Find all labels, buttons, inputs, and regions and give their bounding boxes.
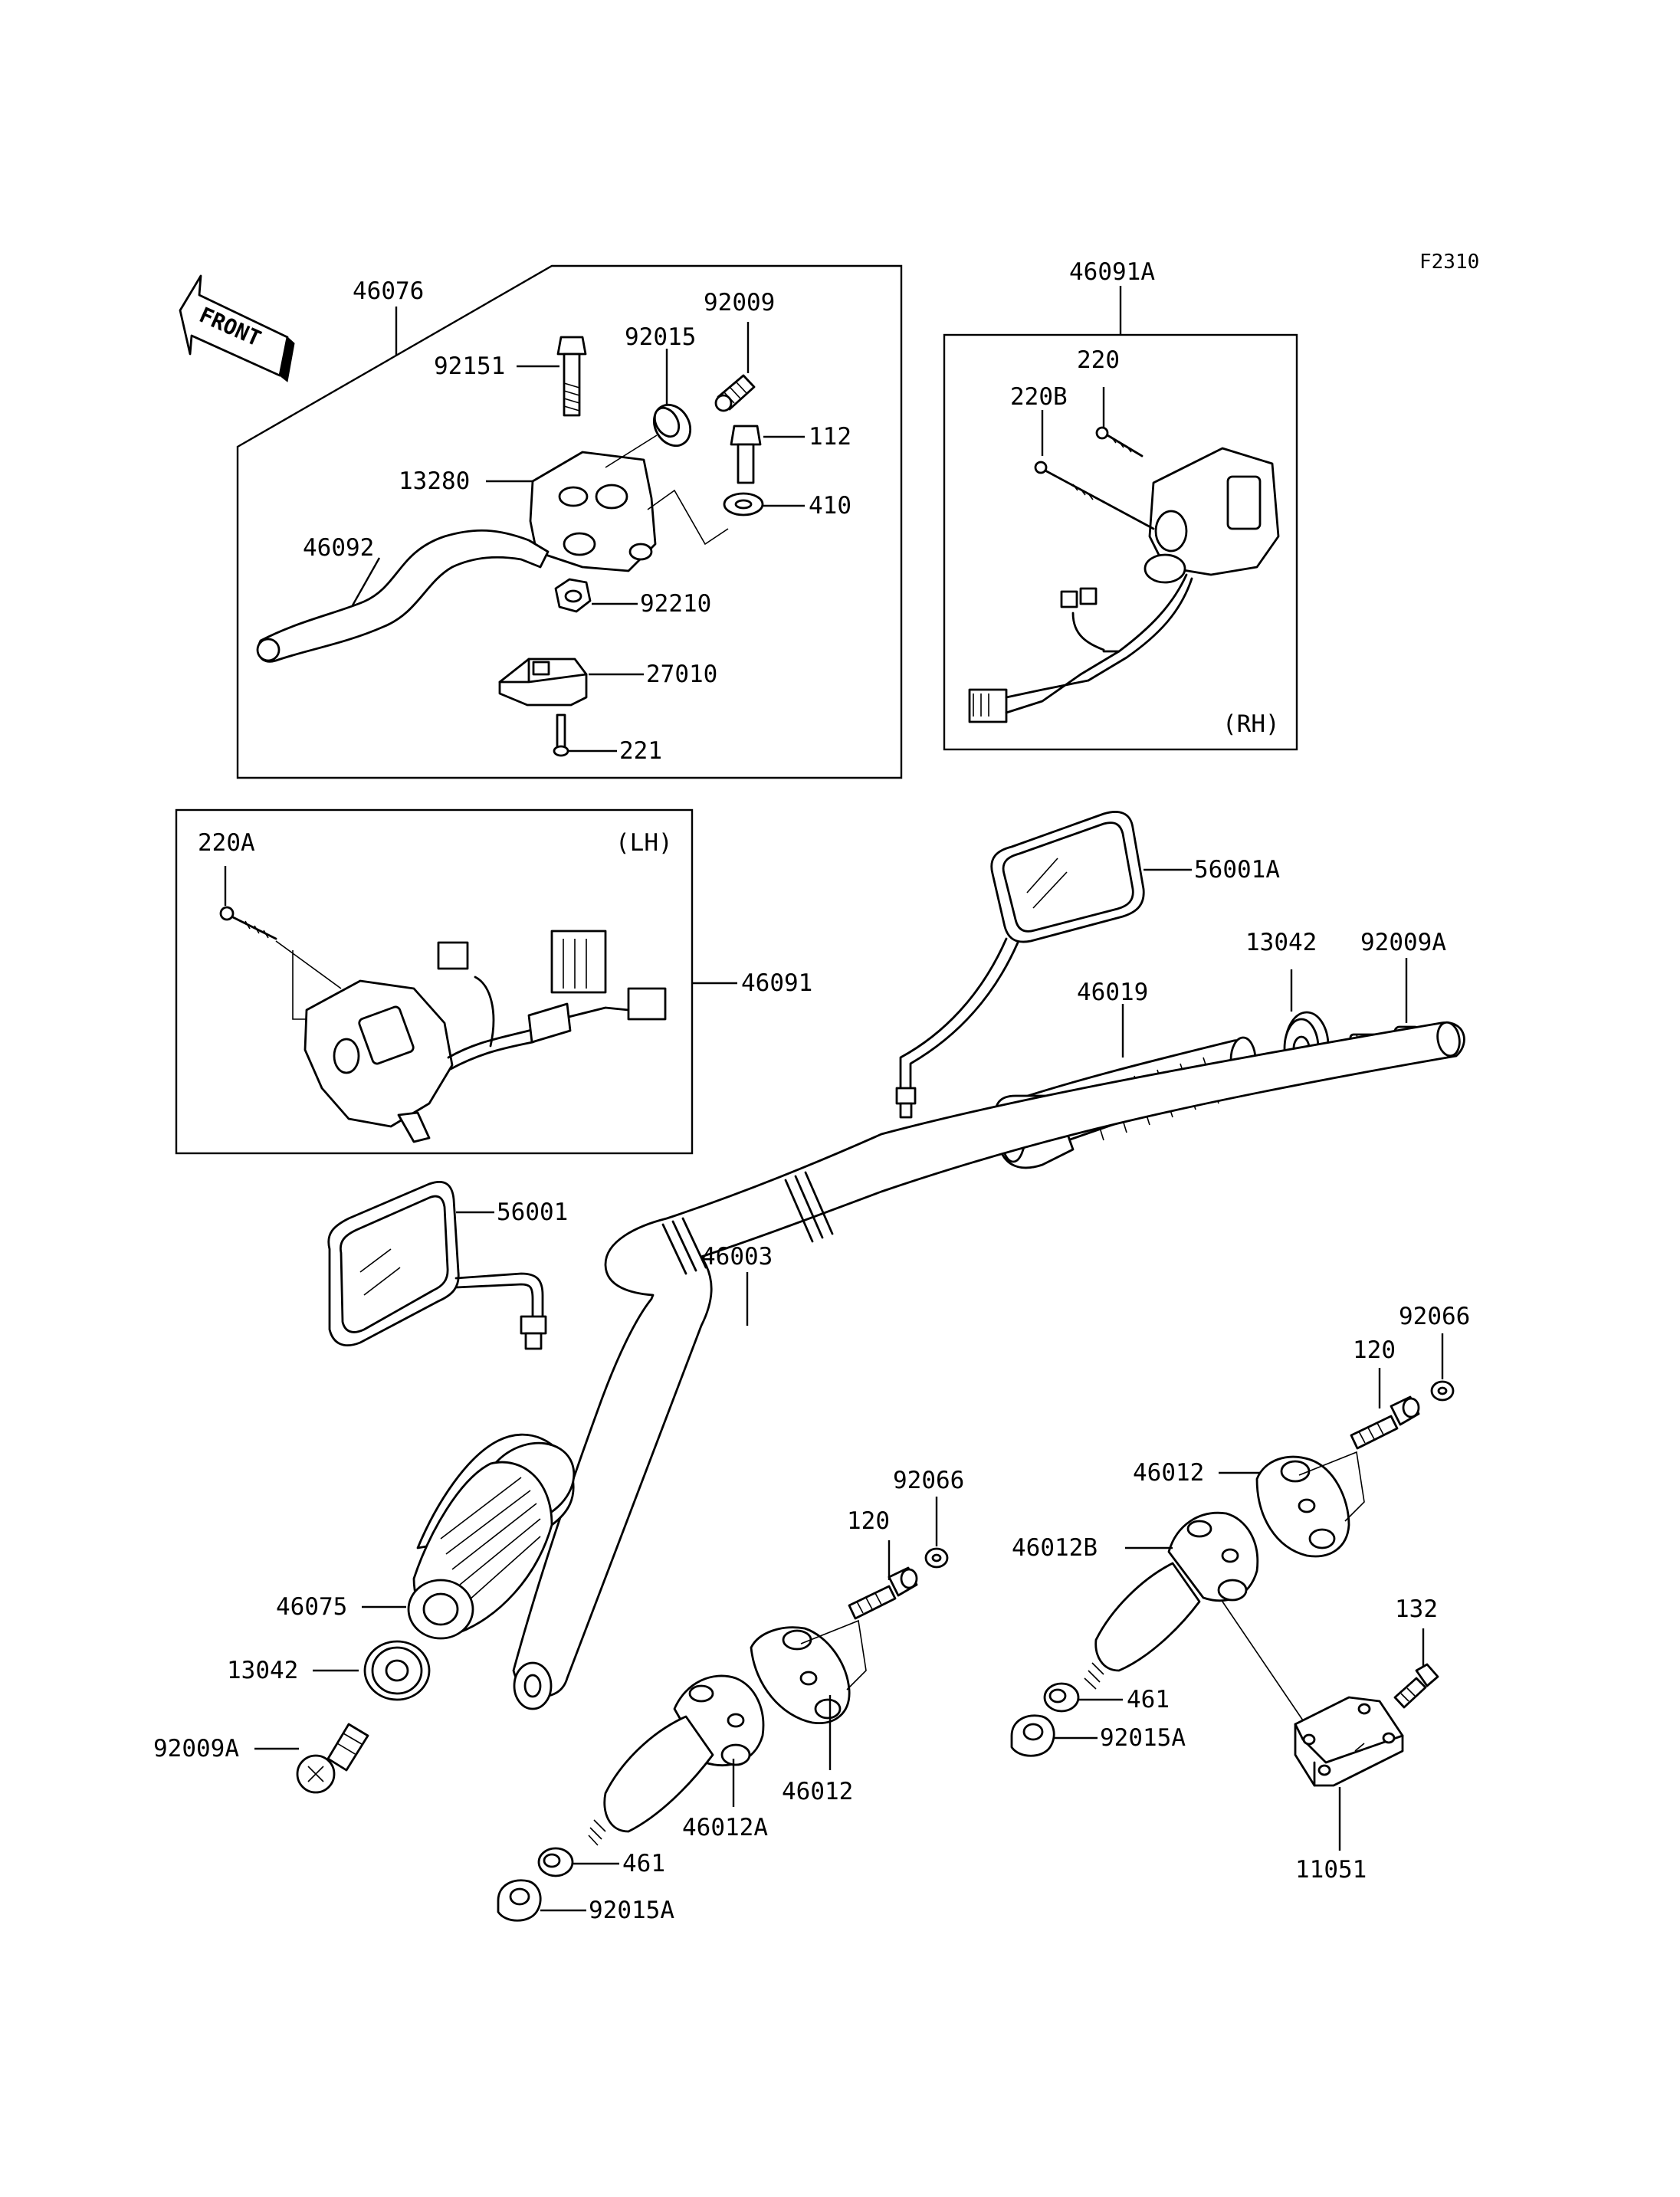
bolt-132 (1393, 1663, 1439, 1709)
washer-461-center (537, 1847, 574, 1877)
part-13042-left-label: 13042 (227, 1657, 298, 1684)
bolt-120-right (1350, 1395, 1420, 1450)
screw-220A (219, 906, 277, 940)
screw-221 (553, 713, 569, 757)
washer-92066-center (924, 1547, 949, 1569)
part-132-label: 132 (1395, 1595, 1438, 1623)
part-221-label: 221 (619, 737, 662, 765)
part-27010-label: 27010 (646, 661, 717, 688)
left-switch-wiring (437, 930, 667, 1071)
right-switch-wiring (968, 573, 1193, 723)
part-56001-label: 56001 (497, 1199, 568, 1226)
part-92210-label: 92210 (640, 590, 711, 618)
bolt-112 (730, 425, 762, 484)
part-92015-label: 92015 (625, 323, 696, 351)
part-46012A-label: 46012A (682, 1814, 768, 1841)
lever-assembly-group: 46076 92151 92015 92009 112 (236, 264, 903, 779)
right-clamp-assembly (1084, 1451, 1365, 1690)
mirror-56001A (895, 811, 1145, 1119)
part-120-center-label: 120 (847, 1507, 890, 1535)
part-46092-label: 46092 (303, 534, 374, 562)
part-92009A-left-label: 92009A (153, 1735, 239, 1763)
left-switch-group: (LH) 46091 220A (175, 808, 812, 1155)
bolt-92151 (556, 336, 587, 417)
part-46012B-label: 46012B (1012, 1534, 1098, 1562)
nut-92015 (652, 403, 692, 448)
part-46012-center-label: 46012 (782, 1778, 853, 1805)
screw-220 (1095, 426, 1144, 457)
clamp-13280 (529, 451, 657, 572)
figure-code: F2310 (1419, 251, 1479, 274)
part-92151-label: 92151 (434, 353, 505, 380)
right-switch-group: 46091A (RH) 220 220B (943, 258, 1298, 751)
front-direction-arrow: FRONT (179, 274, 295, 382)
part-92066-center-label: 92066 (893, 1467, 964, 1494)
handlebar-46003 (512, 1021, 1465, 1710)
right-switch-housing (1144, 447, 1280, 584)
part-92015A-center-label: 92015A (589, 1897, 674, 1924)
part-46003-label: 46003 (701, 1243, 773, 1271)
part-220B-label: 220B (1010, 383, 1068, 411)
lever-46092 (256, 529, 550, 663)
washer-410 (723, 492, 764, 516)
part-92015A-right-label: 92015A (1100, 1724, 1186, 1752)
part-92009A-right-label: 92009A (1360, 929, 1446, 956)
part-461-right-label: 461 (1127, 1686, 1170, 1713)
part-46075-label: 46075 (276, 1593, 347, 1621)
part-56001A-label: 56001A (1194, 856, 1280, 884)
bolt-120-center (848, 1566, 918, 1620)
nut-92015A-right (1010, 1714, 1055, 1757)
part-46091-label: 46091 (741, 969, 812, 997)
part-13280-label: 13280 (399, 467, 470, 495)
mirror-56001 (327, 1180, 547, 1350)
right-hand-label: (RH) (1222, 710, 1280, 738)
part-220A-label: 220A (198, 829, 255, 857)
washer-92066-right (1430, 1380, 1455, 1402)
part-46091A-label: 46091A (1069, 258, 1155, 286)
part-46019-label: 46019 (1077, 979, 1148, 1006)
part-410-label: 410 (809, 492, 851, 520)
part-13042-right-label: 13042 (1245, 929, 1317, 956)
left-hand-label: (LH) (615, 829, 673, 857)
part-220-label: 220 (1077, 346, 1120, 374)
part-46076-label: 46076 (353, 277, 424, 305)
part-11051-label: 11051 (1295, 1856, 1367, 1884)
part-46012-right-label: 46012 (1133, 1459, 1204, 1487)
part-92066-right-label: 92066 (1399, 1303, 1470, 1330)
part-120-right-label: 120 (1353, 1336, 1396, 1364)
switch-27010 (498, 657, 588, 707)
part-112-label: 112 (809, 423, 851, 451)
left-switch-housing (304, 979, 454, 1143)
center-clamp-assembly (588, 1619, 867, 1846)
part-461-center-label: 461 (622, 1850, 665, 1877)
washer-461-right (1043, 1682, 1080, 1713)
screw-92009 (714, 374, 756, 412)
nut-92015A-center (497, 1879, 542, 1922)
grip-46075 (407, 1433, 576, 1640)
screw-220B (1034, 461, 1105, 503)
bracket-11051 (1294, 1696, 1404, 1787)
nut-92210 (554, 578, 592, 613)
part-92009-label: 92009 (704, 289, 775, 316)
weight-13042-left (363, 1640, 431, 1701)
bolt-92009A-left (296, 1723, 369, 1794)
